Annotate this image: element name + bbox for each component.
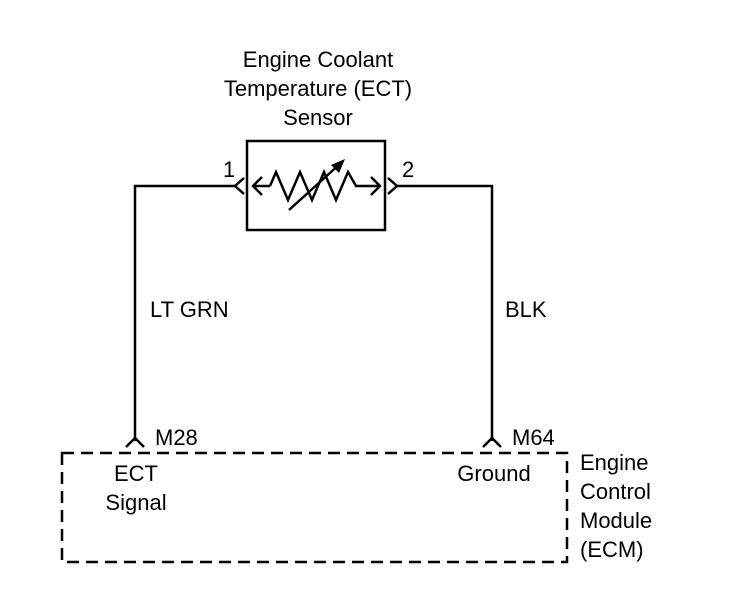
- ecm-ground-label: Ground: [457, 461, 530, 486]
- sensor-title-line-3: Sensor: [283, 105, 353, 130]
- ecm-pin-m28-label: M28: [155, 425, 198, 450]
- sensor-pin-2-connector: [387, 177, 399, 195]
- wire-lt-grn: [133, 184, 235, 441]
- sensor-title-line-1: Engine Coolant: [243, 47, 393, 72]
- ecm-name-line-2: Control: [580, 479, 651, 504]
- sensor-pin-1-connector: [233, 177, 245, 195]
- ecm-pin-m28-connector: [125, 436, 145, 448]
- ecm-name-line-3: Module: [580, 508, 652, 533]
- ecm-pin-m64-connector: [482, 436, 502, 448]
- thermistor-symbol: [251, 159, 382, 211]
- ecm-ect-signal-label-line-2: Signal: [105, 490, 166, 515]
- ecm-name-line-1: Engine: [580, 450, 649, 475]
- wire-right-color-label: BLK: [505, 297, 547, 322]
- wire-blk: [397, 184, 494, 441]
- sensor-pin-2-label: 2: [402, 157, 414, 182]
- ecm-module-box: [60, 451, 569, 564]
- sensor-pin-1-label: 1: [223, 157, 235, 182]
- ecm-ect-signal-label-line-1: ECT: [114, 461, 158, 486]
- variable-arrow-head: [331, 159, 345, 173]
- ecm-name-line-4: (ECM): [580, 537, 644, 562]
- ecm-pin-m64-label: M64: [512, 425, 555, 450]
- wire-left-color-label: LT GRN: [150, 297, 229, 322]
- sensor-title-line-2: Temperature (ECT): [224, 76, 412, 101]
